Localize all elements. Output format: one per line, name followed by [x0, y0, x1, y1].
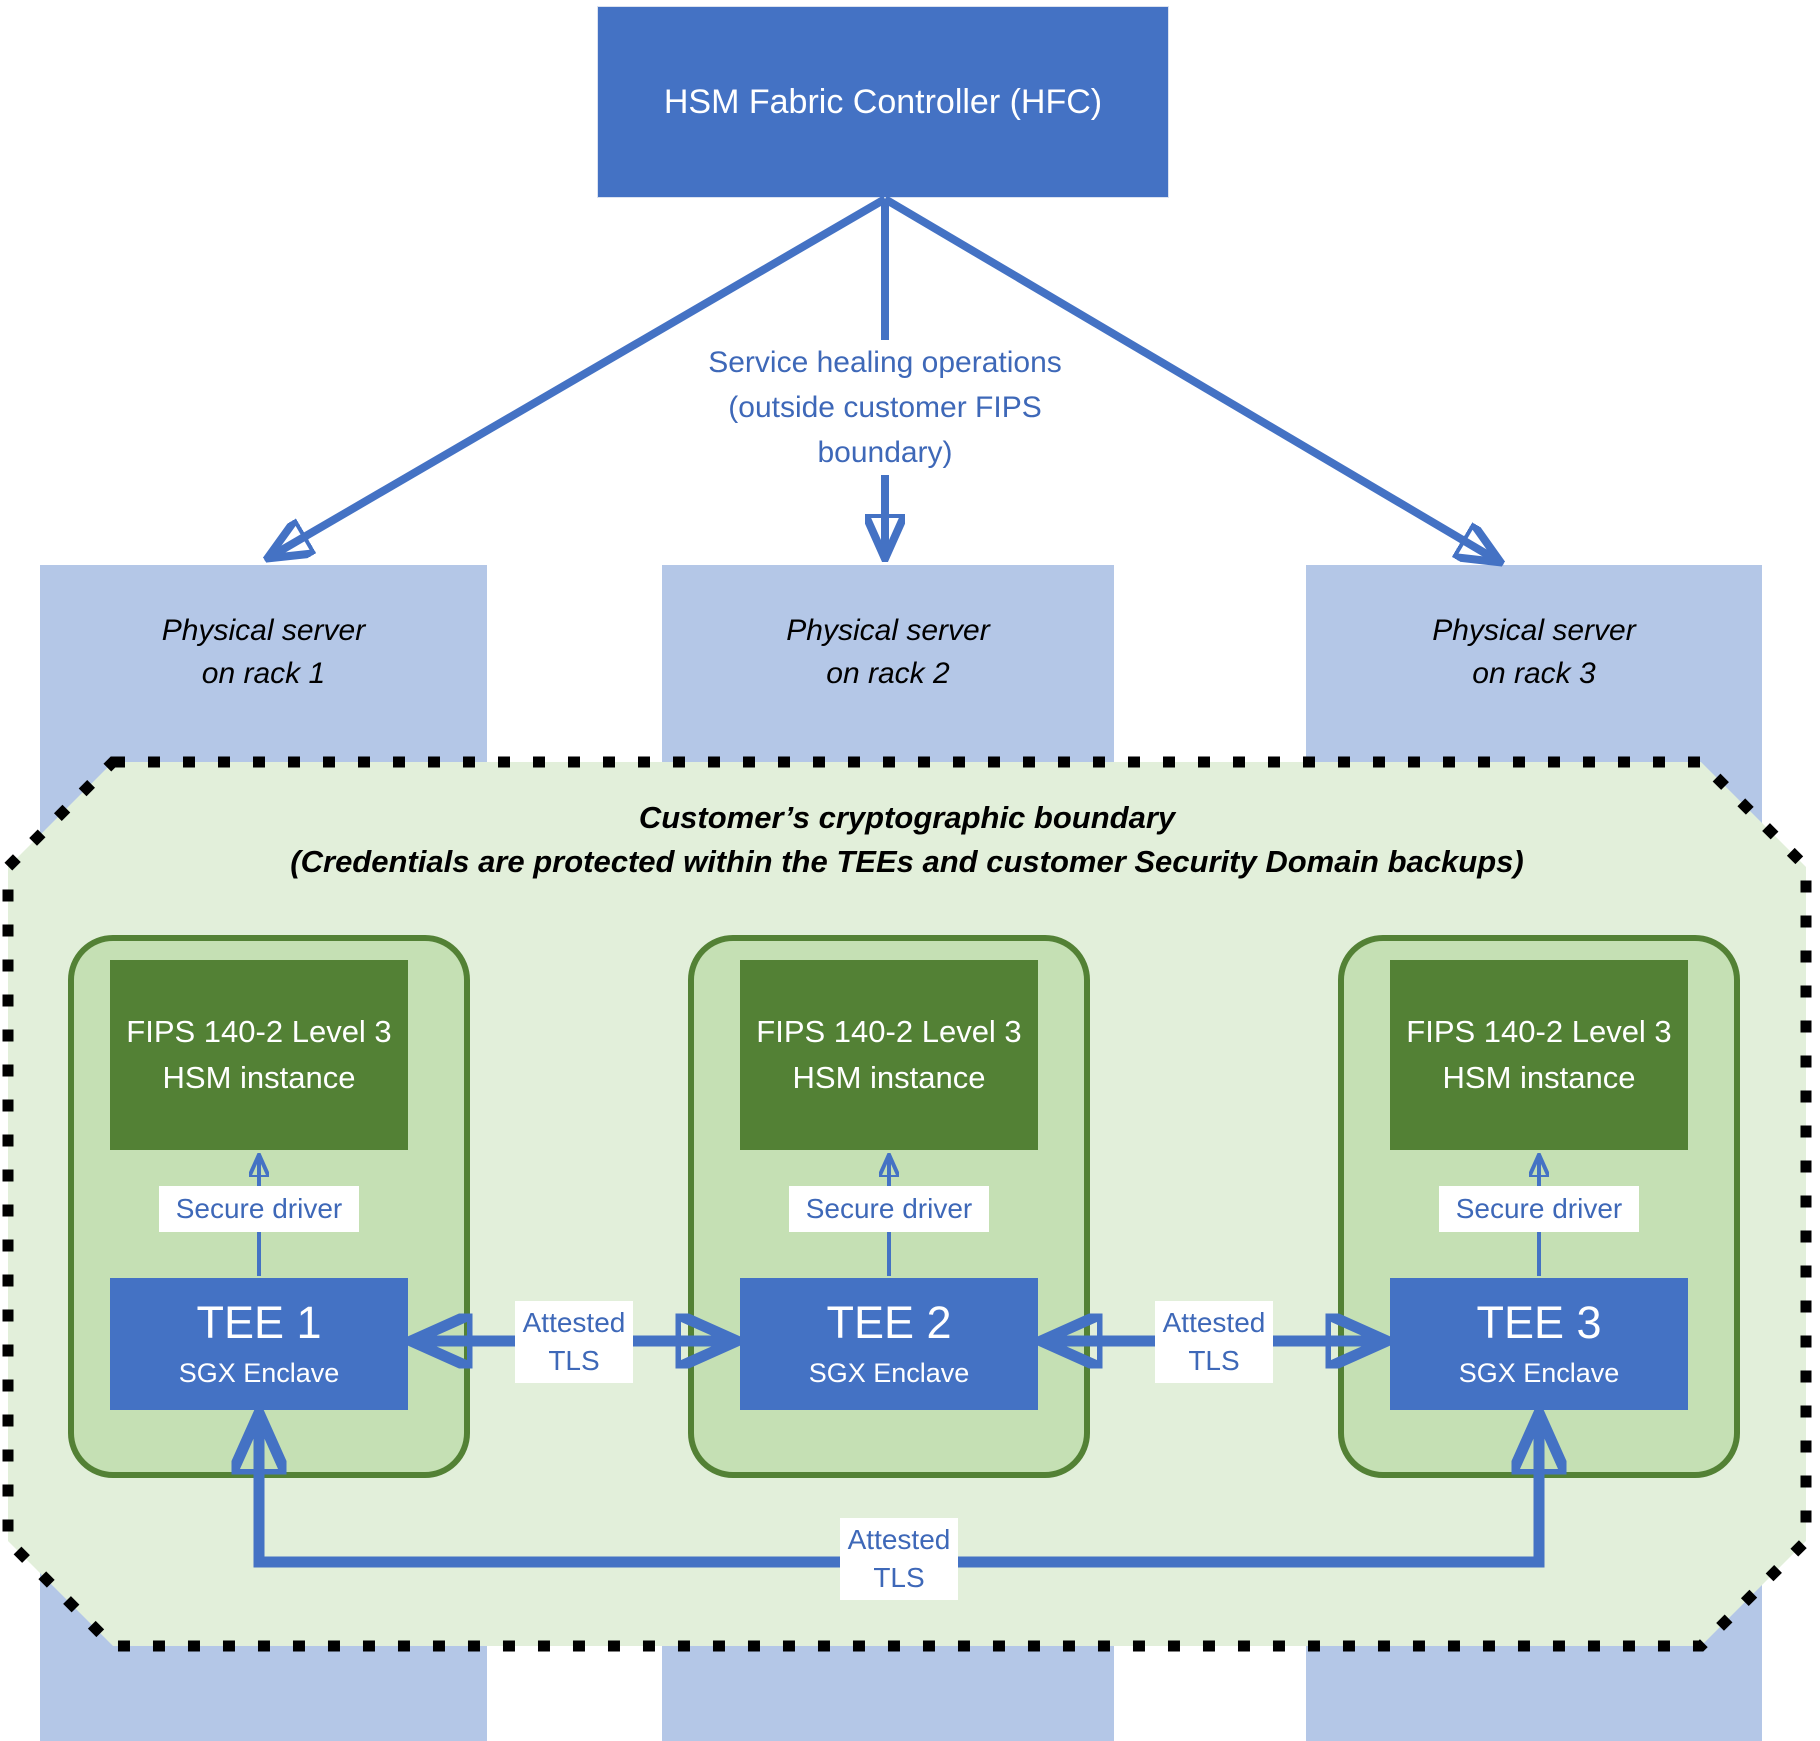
hfc-label: HSM Fabric Controller (HFC) [663, 82, 1103, 121]
attested-tls-line2: TLS [1188, 1345, 1240, 1376]
attested-tls-line1: Attested [522, 1307, 626, 1338]
attested-tls-label-tee2-tee3: Attested TLS [1155, 1301, 1273, 1383]
secure-driver-text: Secure driver [805, 1193, 973, 1224]
attested-tls-line1: Attested [1162, 1307, 1266, 1338]
server-label-line1: Physical server [786, 614, 990, 647]
server-label-line1: Physical server [161, 614, 366, 647]
attested-tls-line2: TLS [548, 1345, 600, 1376]
tee-subtitle: SGX Enclave [1458, 1358, 1620, 1388]
hsm-label-line2: HSM instance [162, 1060, 356, 1095]
tee-box-2: TEE 2 SGX Enclave [740, 1278, 1038, 1410]
secure-driver-label-2: Secure driver [789, 1186, 989, 1232]
hsm-label-line2: HSM instance [1442, 1060, 1636, 1095]
tee-box-1: TEE 1 SGX Enclave [110, 1278, 408, 1410]
hfc-box: HSM Fabric Controller (HFC) [597, 6, 1169, 198]
secure-driver-text: Secure driver [175, 1193, 343, 1224]
tee-subtitle: SGX Enclave [808, 1358, 970, 1388]
tee-title: TEE 1 [196, 1297, 322, 1348]
boundary-title-block: Customer’s cryptographic boundary (Crede… [8, 796, 1806, 884]
server-label-line2: on rack 1 [201, 657, 326, 690]
attested-tls-label-tee1-tee2: Attested TLS [515, 1301, 633, 1383]
server-label-line2: on rack 3 [1472, 657, 1596, 690]
hsm-instance-box-1: FIPS 140-2 Level 3 HSM instance [110, 960, 408, 1150]
boundary-subtitle: (Credentials are protected within the TE… [290, 844, 1524, 879]
secure-driver-label-3: Secure driver [1439, 1186, 1639, 1232]
hsm-label-line1: FIPS 140-2 Level 3 [756, 1014, 1022, 1049]
service-healing-label: Service healing operations (outside cust… [655, 340, 1115, 475]
attested-tls-line1: Attested [847, 1524, 951, 1555]
secure-driver-label-1: Secure driver [159, 1186, 359, 1232]
server-label-line2: on rack 2 [826, 657, 950, 690]
tee-subtitle: SGX Enclave [178, 1358, 340, 1388]
hsm-label-line1: FIPS 140-2 Level 3 [1406, 1014, 1672, 1049]
attested-tls-line2: TLS [873, 1562, 925, 1593]
secure-driver-text: Secure driver [1455, 1193, 1623, 1224]
hsm-label-line1: FIPS 140-2 Level 3 [126, 1014, 392, 1049]
server-label-line1: Physical server [1432, 614, 1636, 647]
tee-title: TEE 3 [1476, 1297, 1602, 1348]
attested-tls-label-tee1-tee3: Attested TLS [840, 1518, 958, 1600]
hsm-label-line2: HSM instance [792, 1060, 986, 1095]
hsm-instance-box-3: FIPS 140-2 Level 3 HSM instance [1390, 960, 1688, 1150]
service-healing-line1: Service healing operations [702, 340, 1068, 385]
tee-box-3: TEE 3 SGX Enclave [1390, 1278, 1688, 1410]
service-healing-line2: (outside customer FIPS boundary) [655, 385, 1115, 475]
boundary-title: Customer’s cryptographic boundary [638, 800, 1176, 835]
hsm-instance-box-2: FIPS 140-2 Level 3 HSM instance [740, 960, 1038, 1150]
tee-title: TEE 2 [826, 1297, 952, 1348]
